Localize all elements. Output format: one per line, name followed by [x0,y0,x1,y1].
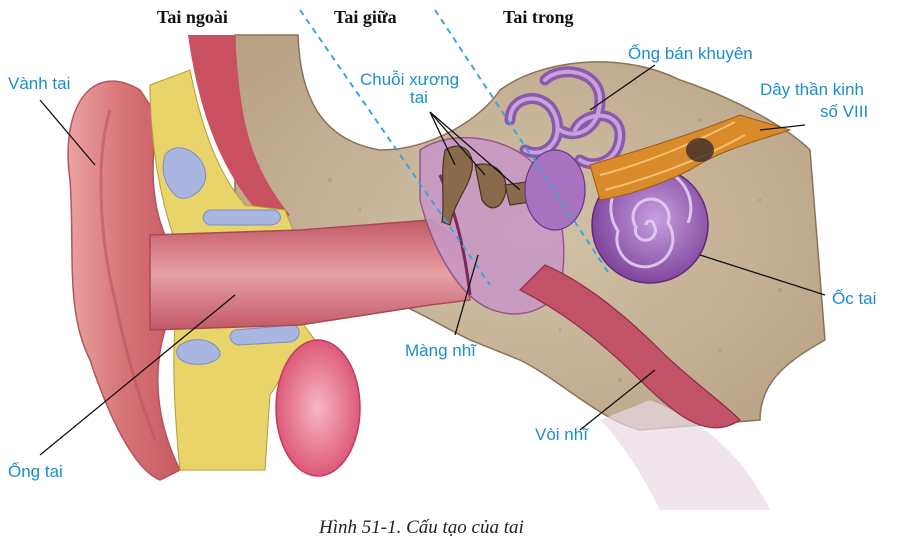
label-day-than-kinh-1: Dây thần kinh [760,80,864,99]
label-day-than-kinh-2: số VIII [820,102,869,121]
skin-strip [188,35,290,225]
label-vanh-tai: Vành tai [8,74,71,93]
figure-caption: Hình 51-1. Cấu tạo của tai [319,517,524,538]
label-ong-tai: Ống tai [8,462,63,481]
label-mang-nhi: Màng nhĩ [405,341,476,360]
label-chuoi-xuong-1: Chuỗi xương [360,70,460,89]
blue-pad-3 [176,339,221,365]
label-voi-nhi: Vòi nhĩ [535,425,588,444]
header-middle-ear: Tai giữa [334,7,397,27]
leader-lines [39,64,826,456]
parotid-gland [275,339,361,477]
label-chuoi-xuong-2: tai [410,88,428,107]
header-outer-ear: Tai ngoài [157,7,228,27]
pinna-fold [99,109,157,441]
header-inner-ear: Tai trong [503,7,574,27]
label-oc-tai: Ốc tai [832,289,877,308]
label-ong-ban-khuyen: Ống bán khuyên [628,44,753,63]
ear-canal [149,219,471,331]
blue-pad-2 [202,209,281,226]
division-lines [299,9,611,286]
nerve-viii [589,114,792,201]
eustachian-tube [518,264,741,429]
vestibule [524,149,586,231]
blue-pad-4 [229,324,300,346]
blue-pad-1 [162,147,207,199]
lower-tissue [600,400,770,510]
